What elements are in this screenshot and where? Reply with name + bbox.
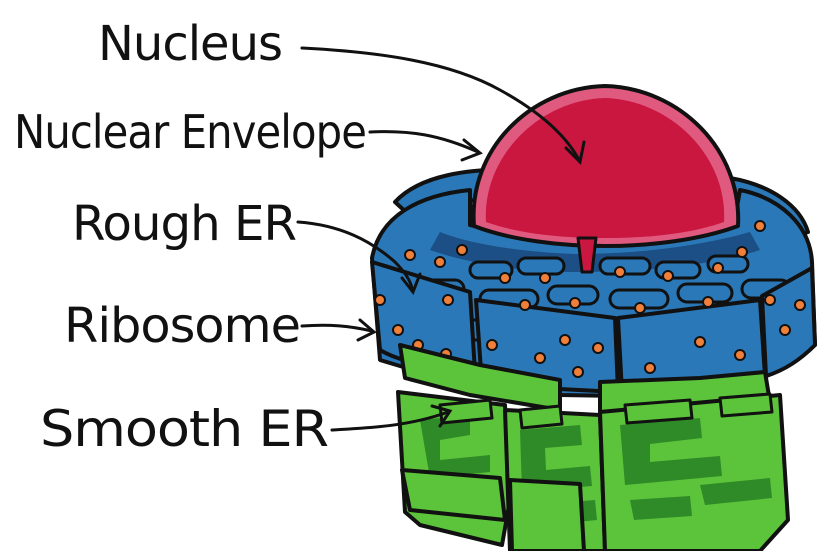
label-ribosome: Ribosome xyxy=(64,298,300,354)
ribosome-dot xyxy=(615,267,625,277)
label-nucleus: Nucleus xyxy=(98,16,282,72)
smooth-er-front-slab-2 xyxy=(510,480,584,551)
ribosome-dot xyxy=(635,303,645,313)
smooth-er-front-slab xyxy=(402,470,505,520)
ribosome-dot xyxy=(500,273,510,283)
ribosome-dot xyxy=(443,295,453,305)
ribosome-dot xyxy=(765,295,775,305)
ribosome-dot xyxy=(645,363,655,373)
ribosome-dot xyxy=(405,250,415,260)
ribosome-dot xyxy=(573,367,583,377)
ribosome-dot xyxy=(393,325,403,335)
labels: Nucleus Nuclear Envelope Rough ER Riboso… xyxy=(14,16,366,458)
ribosome-dot xyxy=(713,263,723,273)
ribosome-dot xyxy=(535,353,545,363)
ribosome-dot xyxy=(520,300,530,310)
ribosome-dot xyxy=(663,271,673,281)
leader-ribosome xyxy=(302,325,372,331)
ribosome-dot xyxy=(795,300,805,310)
ribosome-dot xyxy=(540,273,550,283)
ribosome-dot xyxy=(457,245,467,255)
ribosome-dot xyxy=(780,325,790,335)
ribosome-dot xyxy=(737,247,747,257)
label-nuclear-envelope: Nuclear Envelope xyxy=(14,105,366,159)
ribosome-dot xyxy=(755,221,765,231)
ribosome-dot xyxy=(703,297,713,307)
ribosome-dot xyxy=(735,350,745,360)
ribosome-dot xyxy=(593,343,603,353)
nucleus-er-connection xyxy=(578,238,596,272)
leader-nuclear-envelope xyxy=(370,132,478,152)
ribosome-dot xyxy=(375,295,385,305)
ribosome-dot xyxy=(570,298,580,308)
label-smooth-er: Smooth ER xyxy=(40,400,328,458)
ribosome-dot xyxy=(487,340,497,350)
label-rough-er: Rough ER xyxy=(72,196,296,252)
ribosome-dot xyxy=(435,257,445,267)
ribosome-dot xyxy=(695,337,705,347)
ribosome-dot xyxy=(560,335,570,345)
